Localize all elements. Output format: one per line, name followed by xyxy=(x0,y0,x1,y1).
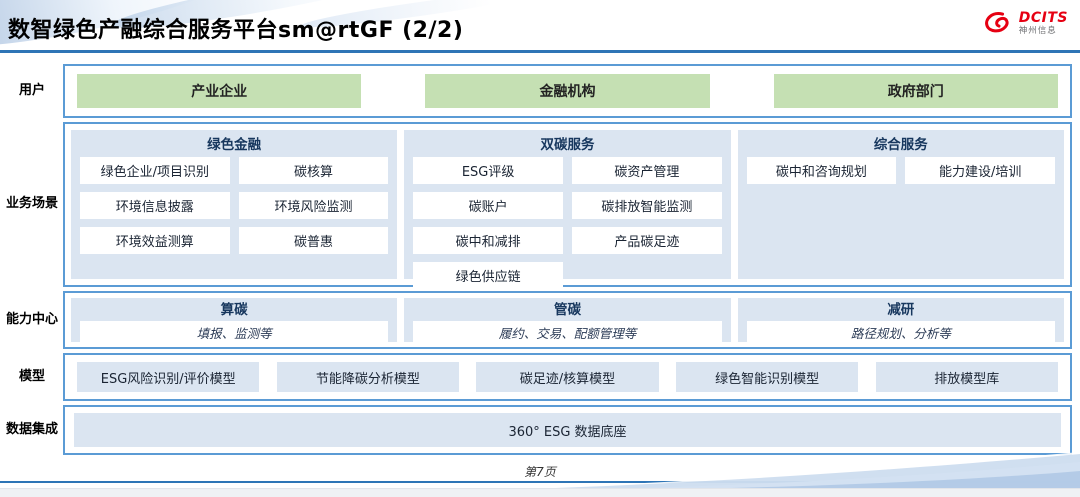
logo-company: 神州信息 xyxy=(1018,25,1057,36)
scenario-item: 绿色企业/项目识别 xyxy=(80,157,230,184)
model-chip: 排放模型库 xyxy=(875,362,1058,392)
footer-divider-line xyxy=(0,481,1080,483)
capability-panel-calc-carbon: 算碳 填报、监测等 xyxy=(71,298,398,343)
row-data-integration-label: 数据集成 xyxy=(6,421,59,437)
row-scenarios: 业务场景 绿色金融 绿色企业/项目识别碳核算环境信息披露环境风险监测环境效益测算… xyxy=(6,122,1072,289)
scenario-panel-title: 双碳服务 xyxy=(540,137,595,153)
user-chip: 金融机构 xyxy=(425,74,710,108)
user-chip: 产业企业 xyxy=(77,74,362,108)
capability-title: 减研 xyxy=(887,302,915,318)
page-title: 数智绿色产融综合服务平台sm@rtGF (2/2) xyxy=(8,18,464,43)
capability-desc: 履约、交易、配额管理等 xyxy=(413,321,722,343)
logo-text: DCITS 神州信息 xyxy=(1019,11,1068,36)
scenario-panel-items: ESG评级碳资产管理碳账户碳排放智能监测碳中和减排产品碳足迹绿色供应链 xyxy=(413,157,722,289)
header: 数智绿色产融综合服务平台sm@rtGF (2/2) DCITS 神州信息 xyxy=(0,0,1080,53)
logo: DCITS 神州信息 xyxy=(983,10,1068,36)
models-box: ESG风险识别/评价模型节能降碳分析模型碳足迹/核算模型绿色智能识别模型排放模型… xyxy=(63,353,1072,401)
data-integration-box: 360° ESG 数据底座 xyxy=(63,405,1072,455)
user-chip: 政府部门 xyxy=(773,74,1058,108)
capability-panel-manage-carbon: 管碳 履约、交易、配额管理等 xyxy=(404,298,731,343)
scenario-panel-items: 绿色企业/项目识别碳核算环境信息披露环境风险监测环境效益测算碳普惠 xyxy=(80,157,389,254)
scenario-panel-items: 碳中和咨询规划能力建设/培训 xyxy=(746,157,1055,184)
scenario-item: 碳资产管理 xyxy=(572,157,722,184)
scenario-item: 环境信息披露 xyxy=(80,192,230,219)
scenario-item: 能力建设/培训 xyxy=(905,157,1055,184)
scenario-item: 碳中和咨询规划 xyxy=(746,157,897,184)
scenario-panel-dual-carbon: 双碳服务 ESG评级碳资产管理碳账户碳排放智能监测碳中和减排产品碳足迹绿色供应链 xyxy=(404,130,731,289)
scenario-item: 产品碳足迹 xyxy=(572,227,722,254)
model-chip: 碳足迹/核算模型 xyxy=(476,362,659,392)
scenario-item: 环境效益测算 xyxy=(80,227,230,254)
scenario-item: 绿色供应链 xyxy=(413,262,563,289)
scenario-item: 碳普惠 xyxy=(238,227,389,254)
row-scenarios-label: 业务场景 xyxy=(6,196,59,212)
capability-panel-reduce-research: 减研 路径规划、分析等 xyxy=(737,298,1064,343)
data-foundation-bar: 360° ESG 数据底座 xyxy=(74,413,1061,447)
capability-desc: 填报、监测等 xyxy=(80,321,389,343)
scenario-item: 碳核算 xyxy=(238,157,389,184)
model-chip: ESG风险识别/评价模型 xyxy=(77,362,260,392)
row-models: 模型 ESG风险识别/评价模型节能降碳分析模型碳足迹/核算模型绿色智能识别模型排… xyxy=(6,353,1072,401)
bottom-strip xyxy=(0,488,1080,497)
capability-title: 算碳 xyxy=(220,302,248,318)
row-capabilities-label: 能力中心 xyxy=(6,311,59,327)
scenario-item: 环境风险监测 xyxy=(238,192,389,219)
scenario-item: 碳账户 xyxy=(413,192,563,219)
model-chip: 节能降碳分析模型 xyxy=(276,362,460,392)
users-box: 产业企业 金融机构 政府部门 xyxy=(63,64,1072,118)
scenario-item: 碳排放智能监测 xyxy=(572,192,722,219)
dcits-swoosh-icon xyxy=(984,12,1009,33)
page-number: 第7页 xyxy=(524,465,556,479)
capabilities-box: 算碳 填报、监测等 管碳 履约、交易、配额管理等 减研 路径规划、分析等 xyxy=(63,291,1072,349)
scenario-panel-title: 绿色金融 xyxy=(207,137,262,153)
row-models-label: 模型 xyxy=(18,368,45,384)
scenario-panel-green-finance: 绿色金融 绿色企业/项目识别碳核算环境信息披露环境风险监测环境效益测算碳普惠 xyxy=(71,130,398,279)
row-users: 用户 产业企业 金融机构 政府部门 xyxy=(6,64,1072,118)
scenario-panel-title: 综合服务 xyxy=(873,137,928,153)
capability-desc: 路径规划、分析等 xyxy=(746,321,1055,343)
scenario-item: ESG评级 xyxy=(413,157,563,184)
scenarios-box: 绿色金融 绿色企业/项目识别碳核算环境信息披露环境风险监测环境效益测算碳普惠 双… xyxy=(63,122,1072,289)
model-chip: 绿色智能识别模型 xyxy=(675,362,859,392)
row-capabilities: 能力中心 算碳 填报、监测等 管碳 履约、交易、配额管理等 减研 路径规划、分析… xyxy=(6,291,1072,349)
logo-brand: DCITS xyxy=(1018,9,1068,26)
row-users-label: 用户 xyxy=(18,82,45,98)
capability-title: 管碳 xyxy=(553,302,581,318)
row-data-integration: 数据集成 360° ESG 数据底座 xyxy=(6,405,1072,455)
scenario-panel-comprehensive: 综合服务 碳中和咨询规划能力建设/培训 xyxy=(737,130,1064,279)
scenario-item: 碳中和减排 xyxy=(413,227,563,254)
